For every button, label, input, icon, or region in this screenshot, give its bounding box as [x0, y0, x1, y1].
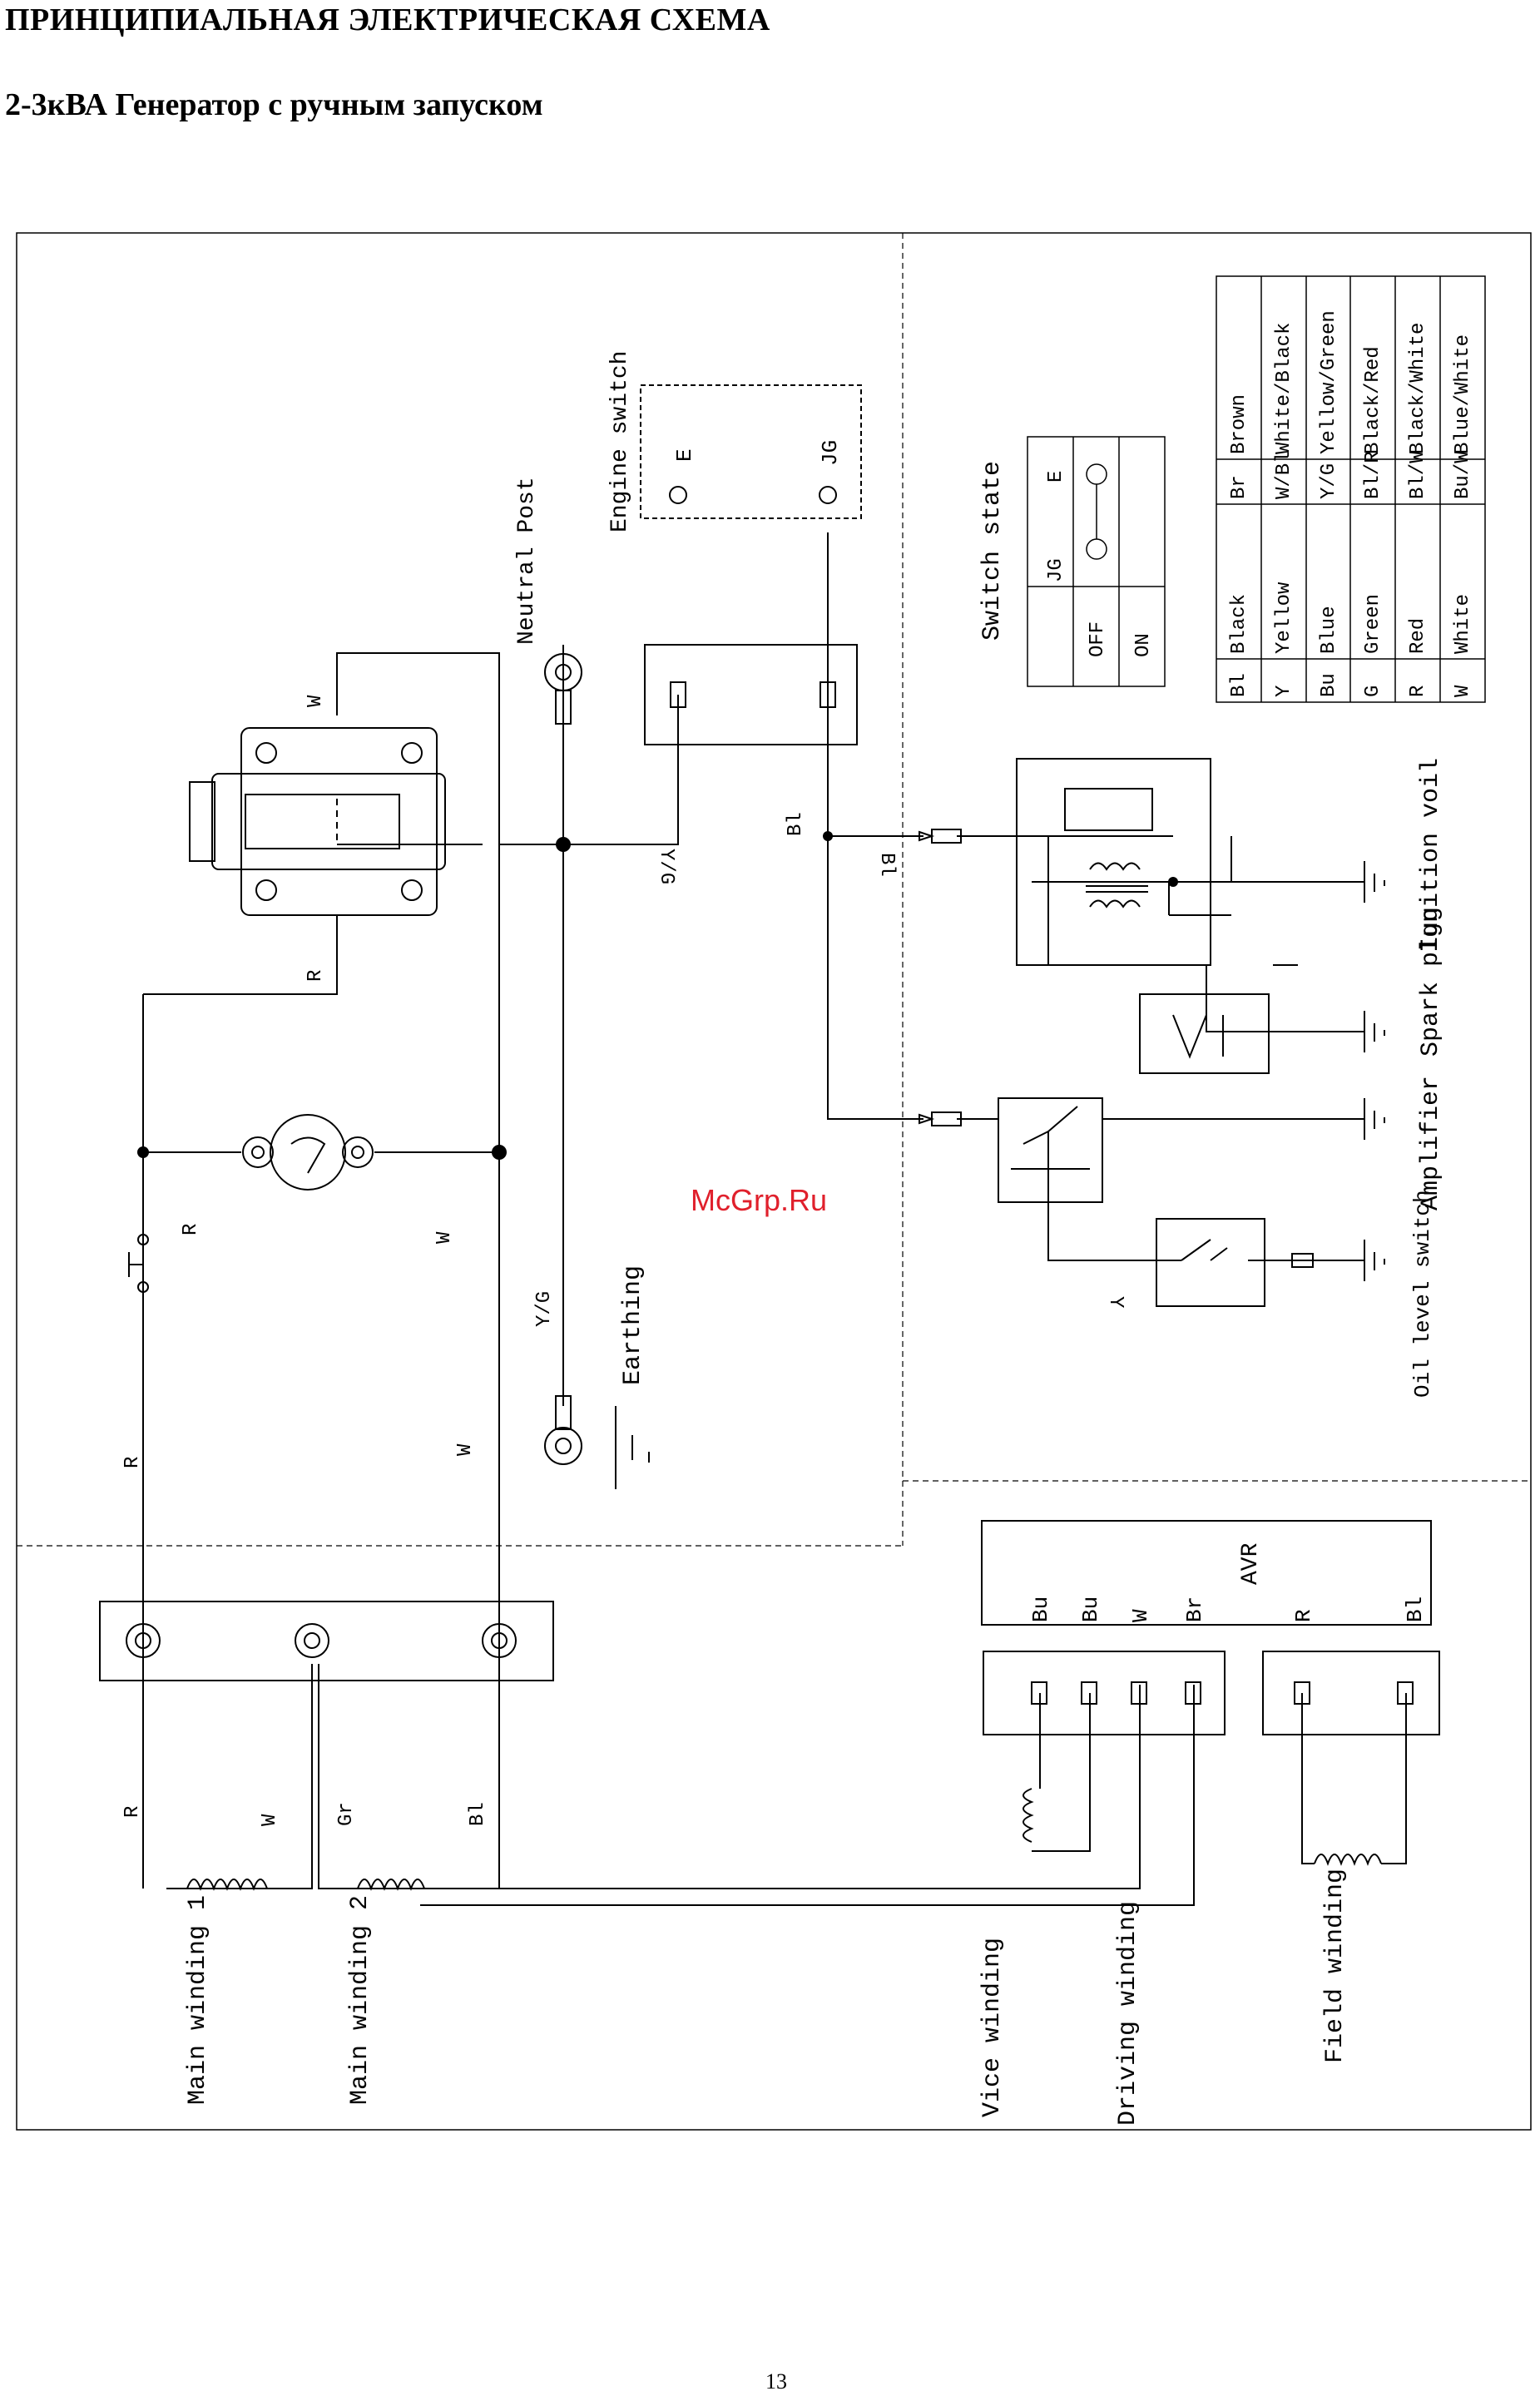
label-vice-winding: Vice winding	[978, 1938, 1007, 2117]
label-jg: JG	[818, 440, 843, 466]
wire-label: Y/G	[533, 1291, 556, 1327]
legend-cell: Brown	[1228, 394, 1250, 454]
wire-label: Bl	[875, 853, 898, 877]
amplifier	[998, 1097, 1103, 1203]
avr-terminal-label: Bu	[1078, 1597, 1103, 1622]
legend-cell: Red	[1407, 618, 1429, 654]
avr-terminal-label: W	[1128, 1609, 1153, 1622]
wire-label: W	[433, 1231, 456, 1244]
legend-cell: G	[1362, 686, 1384, 697]
wire-label: R	[180, 1224, 202, 1235]
label-field-winding: Field winding	[1321, 1869, 1349, 2063]
avr-terminal-label: Br	[1182, 1597, 1207, 1622]
engine-switch	[640, 384, 862, 745]
wire-label: W	[454, 1443, 477, 1456]
label-main-winding-1: Main winding 1	[184, 1895, 212, 2105]
wire-label: R	[305, 970, 327, 982]
legend-cell: Bu	[1318, 673, 1340, 697]
windings	[186, 1788, 1382, 1891]
label-spark-plug: Spark plug	[1417, 907, 1445, 1057]
legend-cell: R	[1407, 686, 1429, 697]
terminal-block	[99, 1601, 554, 1681]
neutral-post	[544, 653, 582, 725]
socket-outlet	[189, 727, 446, 916]
wire-label: R	[121, 1806, 144, 1818]
switch-state-col: JG	[1045, 558, 1067, 582]
voltmeter	[242, 1114, 374, 1191]
color-legend-grid	[1216, 275, 1486, 703]
oil-level-switch	[1156, 1218, 1314, 1307]
legend-cell: White	[1452, 594, 1474, 654]
legend-cell: W/Bl	[1273, 451, 1295, 499]
wire-label: Gr	[335, 1802, 358, 1826]
watermark: McGrp.Ru	[691, 1183, 827, 1217]
legend-cell: Br	[1228, 475, 1250, 499]
label-e: E	[672, 448, 697, 462]
label-amplifier: Amplifier	[1417, 1076, 1445, 1210]
legend-cell: W	[1452, 685, 1474, 697]
label-oil-level-switch: Oil level switch	[1410, 1190, 1435, 1398]
legend-cell: Bl/W	[1407, 451, 1429, 499]
wire-label: Bl	[785, 812, 807, 836]
wire-label: W	[259, 1814, 281, 1826]
avr	[981, 1520, 1440, 1735]
earthing-terminal	[544, 1395, 650, 1489]
connectors	[919, 829, 962, 1126]
wire-label: Y	[1104, 1296, 1127, 1308]
ignition-coil	[1016, 758, 1211, 966]
legend-cell: Blue/White	[1452, 334, 1474, 454]
page-number: 13	[765, 2369, 787, 2394]
legend-cell: Blue	[1318, 606, 1340, 654]
label-switch-state: Switch state	[978, 461, 1007, 641]
legend-cell: Bl/R	[1362, 451, 1384, 499]
switch-state-col: E	[1045, 471, 1067, 483]
wire-label: Bl	[467, 1802, 489, 1826]
wire-label: Y/G	[655, 849, 677, 884]
label-avr: AVR	[1238, 1542, 1264, 1585]
components	[99, 275, 1486, 1891]
legend-cell: Bu/W	[1452, 451, 1474, 499]
avr-terminal-label: R	[1291, 1609, 1316, 1622]
wire-label: R	[121, 1457, 144, 1468]
legend-cell: Y	[1273, 686, 1295, 697]
legend-cell: White/Black	[1273, 323, 1295, 454]
switch-state-grid	[1027, 436, 1166, 687]
label-main-winding-2: Main winding 2	[346, 1895, 374, 2105]
page-subtitle: 2-3кВА Генератор с ручным запуском	[5, 87, 543, 122]
label-ignition-coil: Ignition voil	[1417, 758, 1445, 953]
label-neutral-post: Neutral Post	[514, 477, 540, 645]
legend-cell: Yellow	[1273, 582, 1295, 654]
avr-terminal-label: Bl	[1403, 1597, 1428, 1622]
diagram-labels: Neutral Post Engine switch E JG Switch s…	[121, 351, 1445, 2126]
avr-terminal-label: Bu	[1028, 1597, 1053, 1622]
ground-symbols	[1364, 861, 1385, 1281]
switch-state-row: ON	[1132, 633, 1155, 657]
circuit-breaker	[128, 1234, 149, 1293]
label-engine-switch: Engine switch	[607, 351, 633, 532]
legend-cell: Y/G	[1318, 463, 1340, 499]
switch-state-row: OFF	[1087, 621, 1109, 657]
wire-label: W	[305, 695, 327, 707]
page-title: ПРИНЦИПИАЛЬНАЯ ЭЛЕКТРИЧЕСКАЯ СХЕМА	[5, 2, 770, 37]
label-driving-winding: Driving winding	[1114, 1901, 1142, 2126]
spark-plug	[1139, 993, 1270, 1074]
label-earthing: Earthing	[619, 1265, 647, 1385]
junction-dots	[137, 831, 1178, 1160]
legend-cell: Black/Red	[1362, 346, 1384, 454]
legend-cell: Yellow/Green	[1318, 310, 1340, 454]
diagram-frame	[16, 232, 1532, 2131]
legend-cell: Bl	[1228, 673, 1250, 697]
legend-cell: Black	[1228, 594, 1250, 654]
legend-cell: Green	[1362, 594, 1384, 654]
legend-cell: Black/White	[1407, 323, 1429, 454]
